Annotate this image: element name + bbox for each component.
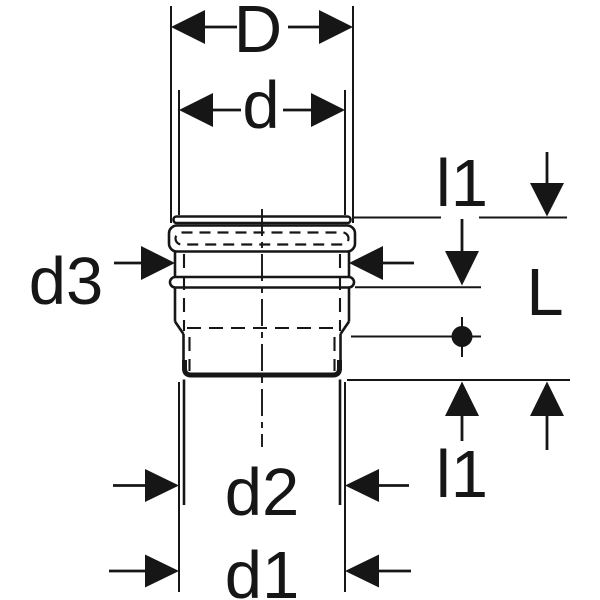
arrowhead-right-icon [145, 469, 179, 502]
arrowhead-left-icon [179, 93, 213, 127]
dimension-label-l1-top: l1 [436, 146, 488, 221]
dimension-l1-bottom: l1 [347, 379, 570, 512]
reference-dot-icon [451, 326, 473, 347]
arrowhead-left-icon [349, 246, 383, 280]
dimension-d1: d1 [109, 538, 411, 600]
arrowhead-right-icon [141, 246, 175, 280]
dimension-label-L: L [526, 255, 563, 330]
dimension-label-D: D [234, 0, 282, 67]
dimension-label-l1-bottom: l1 [436, 437, 488, 512]
dimension-d3: d3 [29, 244, 414, 319]
chamfer-right [339, 320, 351, 335]
dimension-label-d3: d3 [29, 244, 104, 319]
arrowhead-left-icon [171, 10, 205, 44]
dimension-L: L [351, 255, 564, 357]
dimension-D: D [170, 0, 354, 223]
arrowhead-left-icon [345, 469, 379, 502]
arrowhead-down-icon [530, 183, 564, 217]
arrowhead-down-icon [445, 251, 479, 286]
arrowhead-right-icon [319, 10, 353, 44]
arrowhead-right-icon [145, 554, 179, 588]
arrowhead-left-icon [345, 554, 379, 588]
dimension-label-d: d [242, 68, 279, 143]
dimension-label-d2: d2 [225, 455, 300, 530]
bottom-extension-lines [178, 382, 346, 592]
dimension-label-d1: d1 [225, 538, 300, 600]
dimension-d2: d2 [113, 455, 409, 530]
bottom-rim [182, 360, 342, 378]
arrowhead-right-icon [311, 93, 345, 127]
chamfer-left [173, 320, 185, 335]
arrowhead-up-icon [530, 381, 564, 416]
dimension-d: d [178, 68, 346, 215]
dimension-l1-top: l1 [352, 146, 567, 289]
arrowhead-up-icon [445, 381, 479, 416]
fitting-drawing [167, 209, 357, 505]
